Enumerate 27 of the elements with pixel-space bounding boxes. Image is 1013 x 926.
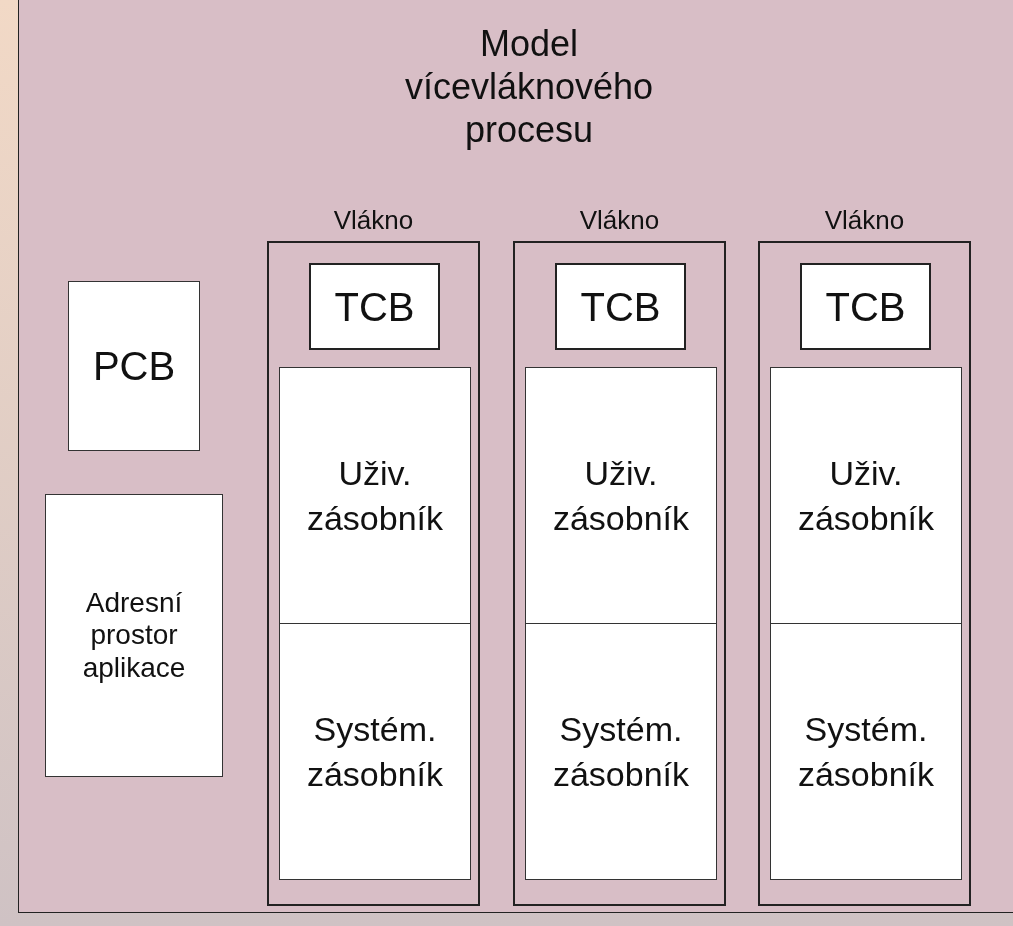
box-text: TCB: [580, 283, 661, 331]
box-text: Uživ. zásobník: [796, 453, 936, 539]
tcb-box: [555, 263, 686, 350]
stack-box: [770, 367, 962, 624]
tcb-box: [309, 263, 440, 350]
box-text: PCB: [92, 343, 176, 390]
box-text: Systém. zásobník: [551, 709, 691, 795]
box-text: Systém. zásobník: [305, 709, 445, 795]
box-text: Uživ. zásobník: [551, 453, 691, 539]
thread-heading: Vlákno: [332, 205, 415, 237]
stack-box: [770, 623, 962, 880]
address-space-box: [45, 494, 223, 777]
pcb-box: [68, 281, 200, 451]
process-heading: Model vícevláknového procesu: [403, 22, 655, 152]
box-text: TCB: [825, 283, 906, 331]
stack-box: [525, 623, 717, 880]
box-text: TCB: [334, 283, 415, 331]
box-text: Uživ. zásobník: [305, 453, 445, 539]
thread-heading: Vlákno: [823, 205, 906, 237]
stack-box: [525, 367, 717, 624]
box-text: Systém. zásobník: [796, 709, 936, 795]
box-text: Adresní prostor aplikace: [81, 587, 187, 684]
thread-heading: Vlákno: [578, 205, 661, 237]
stack-box: [279, 623, 471, 880]
stack-box: [279, 367, 471, 624]
process-panel: [18, 0, 1013, 913]
tcb-box: [800, 263, 931, 350]
